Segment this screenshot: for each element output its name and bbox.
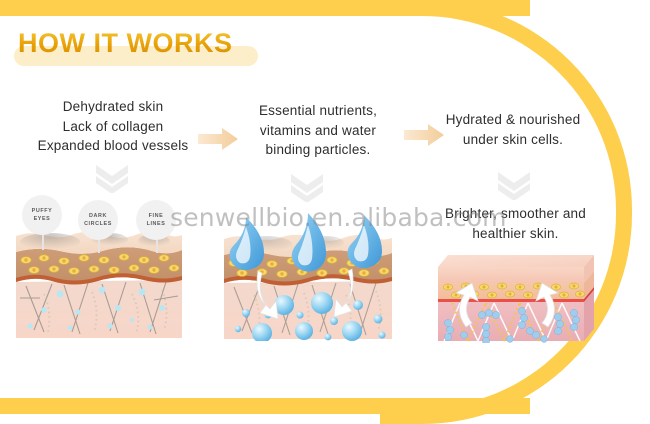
frame-top-band: [0, 0, 530, 16]
step-3-text: Hydrated & nourished under skin cells.: [445, 112, 581, 147]
frame-arc-mask: [0, 0, 380, 424]
chevron-down-double-icon: [96, 165, 128, 193]
step-2-text: Essential nutrients, vitamins and water …: [258, 103, 378, 158]
badge-dark-circles: DARK CIRCLES: [78, 200, 118, 240]
badge-pointer: [98, 235, 100, 253]
illustration-water-absorption: [224, 213, 392, 341]
arrow-right-icon: [404, 124, 444, 146]
step-3-text-secondary: Brighter, smoother and healthier skin.: [445, 206, 586, 241]
step-1-text: Dehydrated skin Lack of collagen Expande…: [37, 99, 189, 154]
badge-fine-lines: FINE LINES: [136, 200, 176, 240]
chevron-down-double-icon: [291, 174, 323, 202]
watermark-text: senwellbio.en.alibaba.com: [170, 203, 507, 232]
badge-puffy-eyes: PUFFY EYES: [22, 195, 62, 235]
chevron-down-double-icon: [498, 172, 530, 200]
title-text: HOW IT WORKS: [18, 28, 233, 58]
frame-bottom-band: [0, 398, 530, 414]
badge-pointer: [156, 235, 158, 253]
badge-pointer: [42, 230, 44, 250]
illustration-damaged-skin: [16, 231, 182, 338]
illustration-healthy-skin: [438, 255, 594, 343]
title-highlight-bar: [14, 46, 258, 66]
arrow-right-icon: [198, 128, 238, 150]
page-title: HOW IT WORKS: [14, 28, 258, 66]
